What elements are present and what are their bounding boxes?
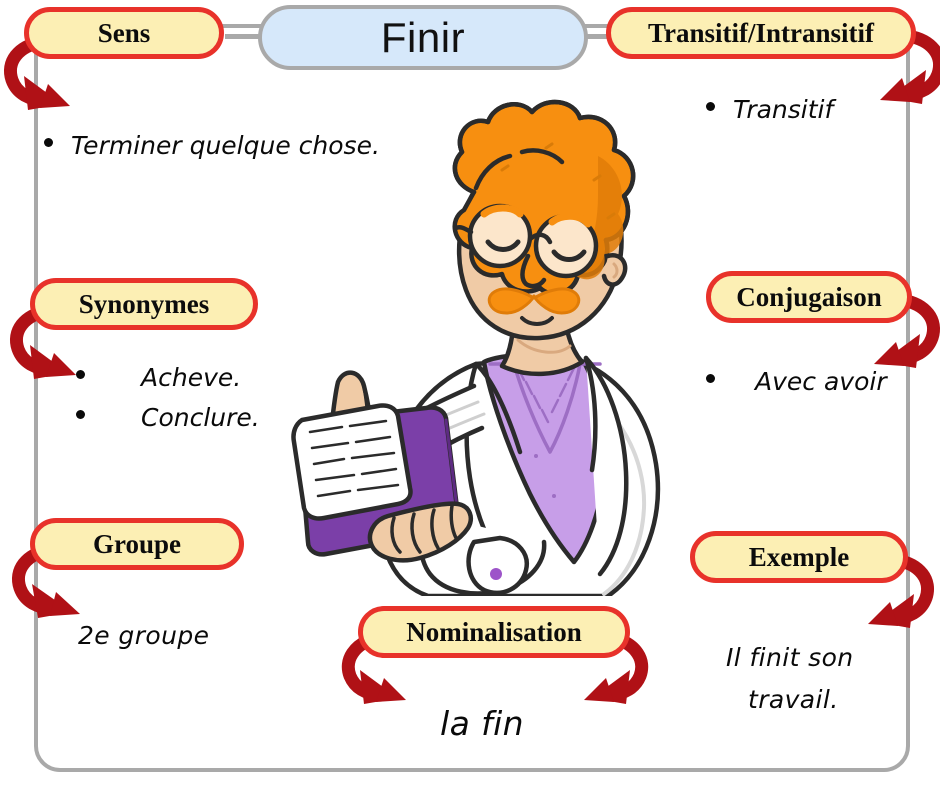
content-transitif-item-0: Transitif	[733, 95, 834, 124]
content-nominalisation-item-0: la fin	[440, 704, 524, 743]
content-transitif: Transitif	[706, 94, 833, 127]
content-sens-item-0: Terminer quelque chose.	[71, 131, 380, 160]
section-label-synonymes[interactable]: Synonymes	[30, 278, 258, 330]
bullet-icon	[76, 370, 85, 379]
arrow-nominalisation-left	[341, 631, 406, 704]
arrow-synonymes	[10, 304, 76, 379]
section-label-exemple[interactable]: Exemple	[690, 531, 908, 583]
section-label-groupe-text: Groupe	[92, 528, 181, 559]
bullet-icon	[76, 410, 85, 419]
section-label-nominalisation[interactable]: Nominalisation	[358, 606, 630, 658]
page-title: Finir	[258, 5, 588, 70]
arrow-nominalisation-right	[584, 631, 649, 704]
arrow-transitif	[880, 29, 940, 104]
content-sens: Terminer quelque chose.	[44, 130, 380, 163]
content-synonymes-row-1: Conclure.	[76, 402, 260, 435]
section-label-conjugaison-text: Conjugaison	[736, 281, 882, 312]
page-title-label: Finir	[380, 13, 466, 61]
content-exemple-item-1: travail.	[748, 685, 839, 714]
content-exemple-item-0: Il finit son	[726, 643, 854, 672]
section-label-exemple-text: Exemple	[748, 541, 850, 572]
section-label-synonymes-text: Synonymes	[78, 288, 210, 319]
section-label-conjugaison[interactable]: Conjugaison	[706, 271, 912, 323]
section-label-transitif-text: Transitif/Intransitif	[647, 17, 874, 48]
section-label-sens-text: Sens	[97, 17, 151, 48]
arrow-exemple	[868, 553, 934, 628]
content-conjugaison: Avec avoir	[706, 366, 887, 399]
bullet-icon	[706, 102, 715, 111]
section-label-sens[interactable]: Sens	[24, 7, 224, 59]
connector-left	[225, 34, 265, 39]
content-synonymes-item-0: Acheve.	[141, 363, 242, 392]
arrow-sens	[4, 35, 70, 110]
section-label-nominalisation-text: Nominalisation	[406, 616, 582, 647]
content-synonymes-item-1: Conclure.	[141, 403, 260, 432]
professor-character	[278, 96, 678, 601]
bullet-icon	[44, 138, 53, 147]
connector-right	[582, 34, 622, 39]
section-label-groupe[interactable]: Groupe	[30, 518, 244, 570]
content-conjugaison-item-0: Avec avoir	[755, 367, 887, 396]
content-synonymes-row-0: Acheve.	[76, 362, 241, 395]
bullet-icon	[706, 374, 715, 383]
section-label-transitif[interactable]: Transitif/Intransitif	[606, 7, 916, 59]
arrow-conjugaison	[874, 293, 940, 368]
content-groupe-item-0: 2e groupe	[78, 621, 210, 650]
